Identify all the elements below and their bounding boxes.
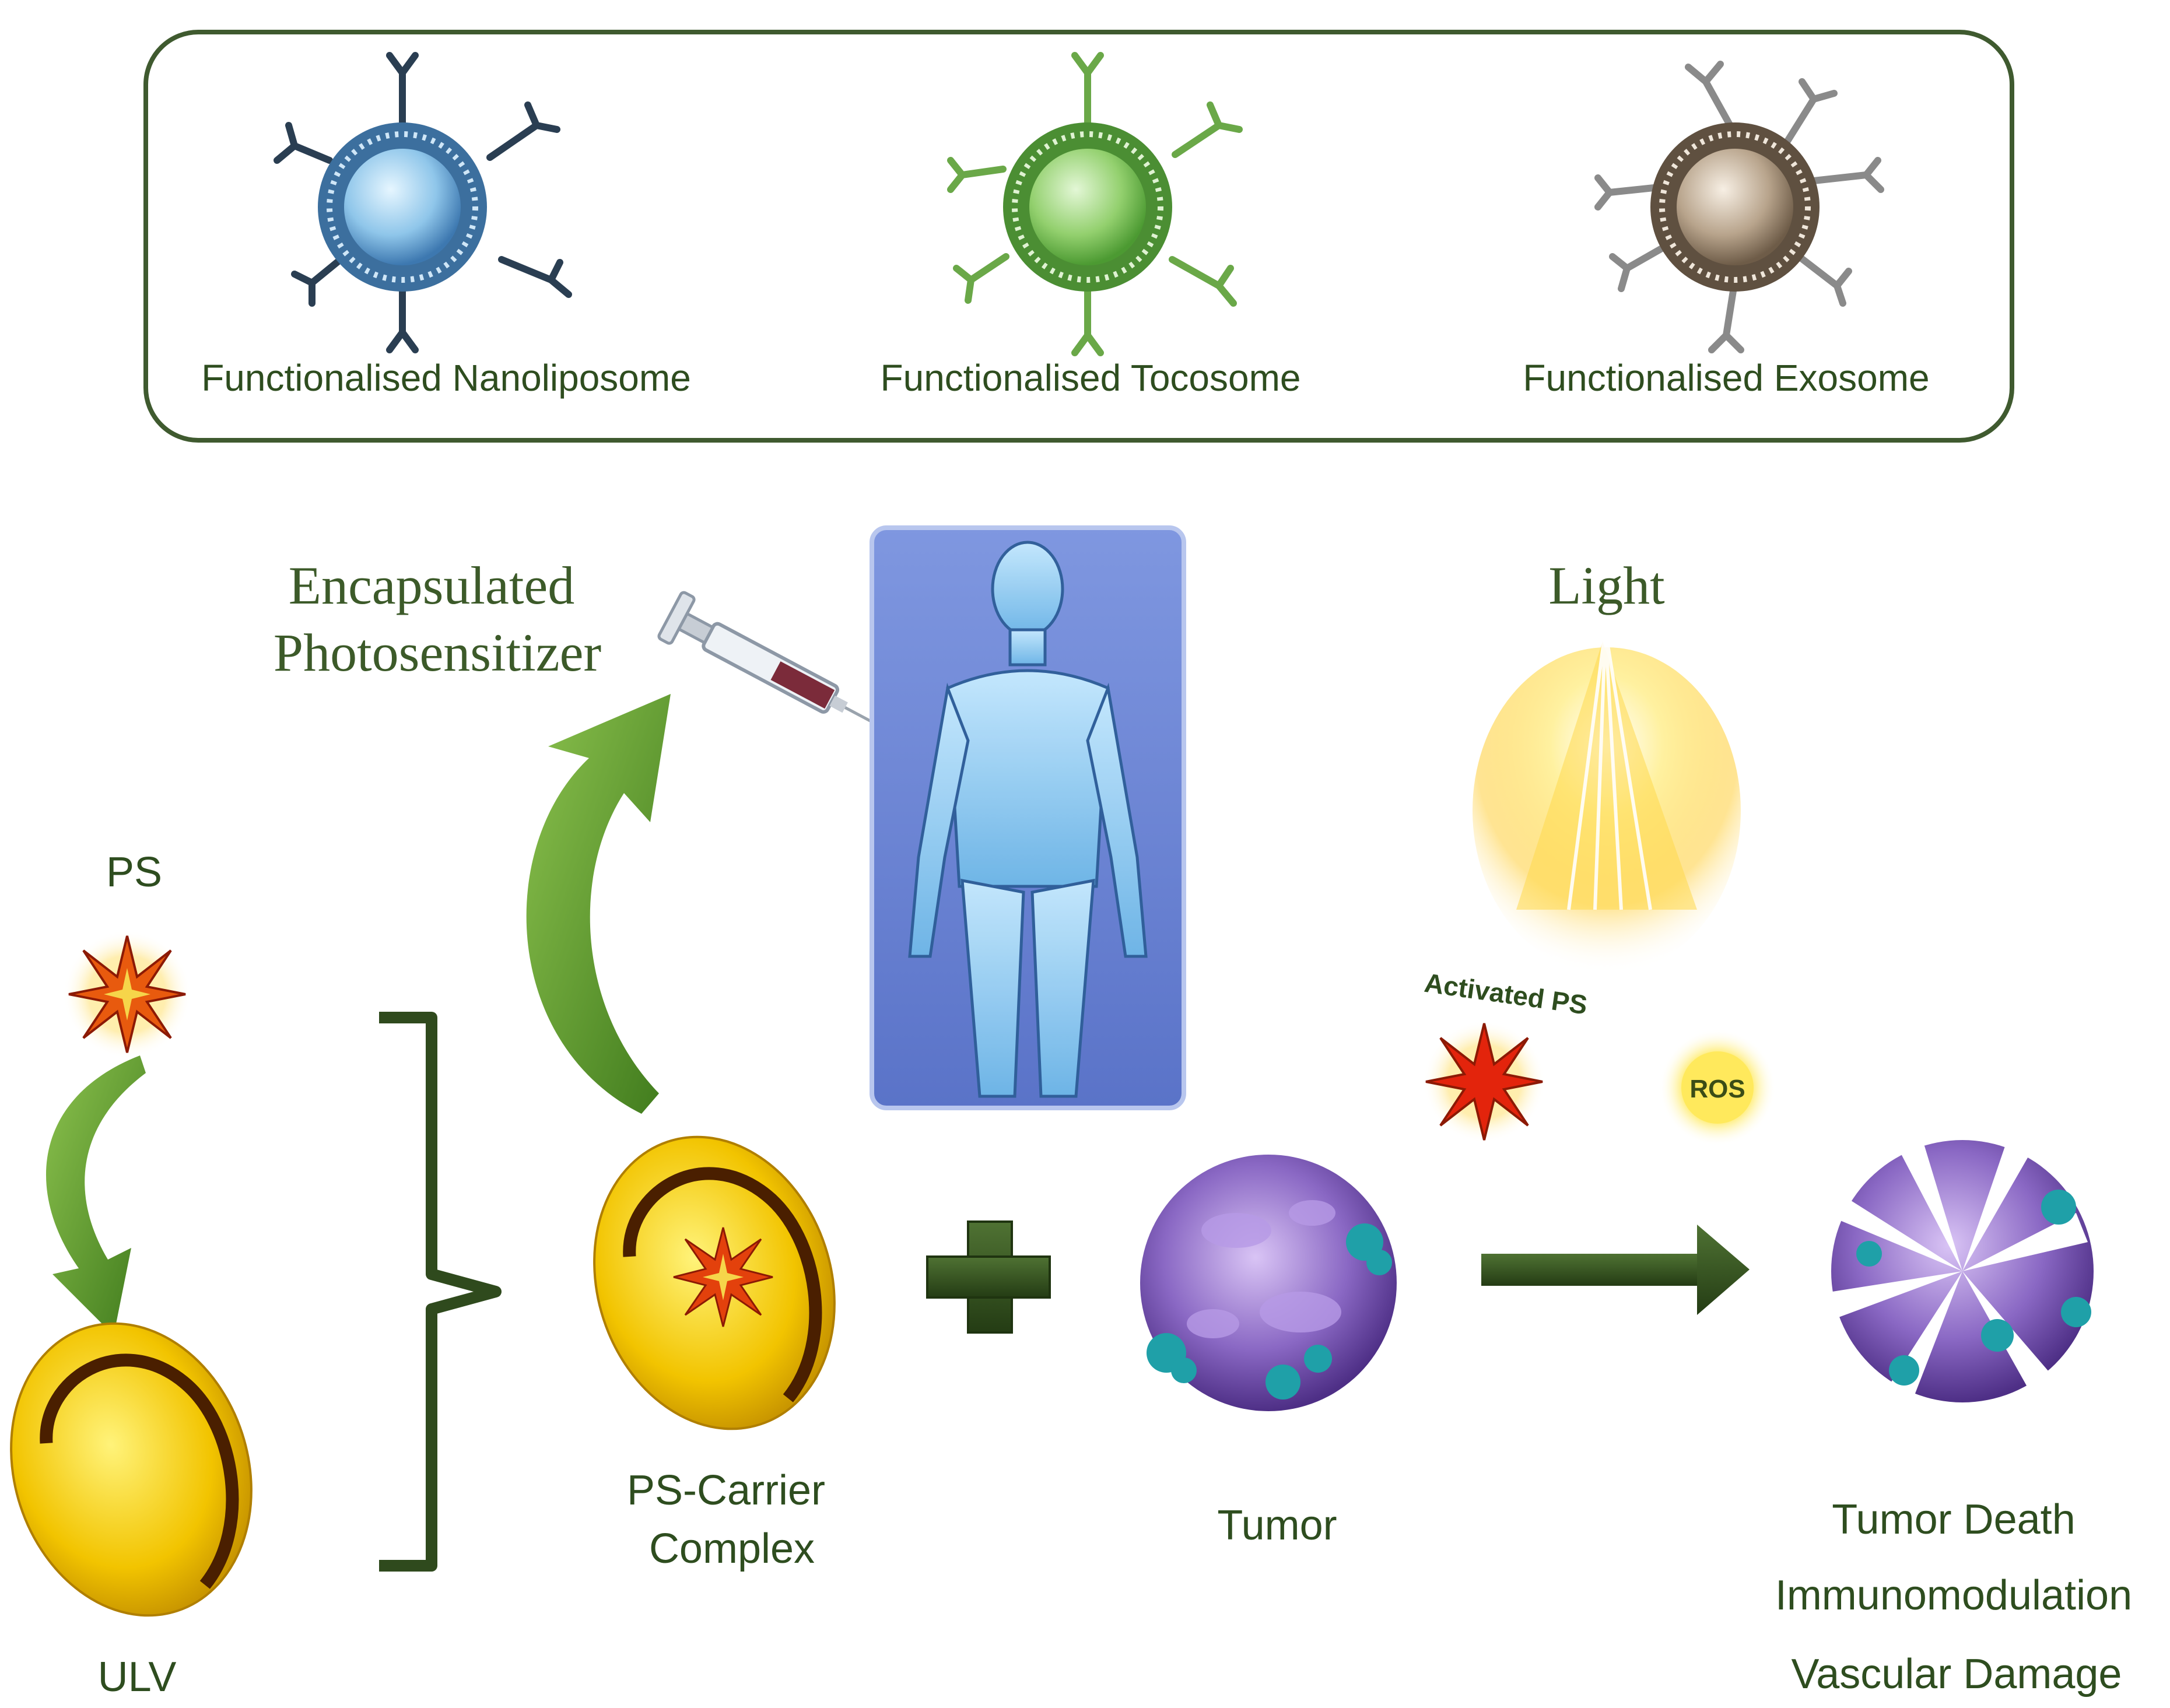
- ps-star-icon: [63, 930, 191, 1058]
- tumor-cell-icon: [1140, 1155, 1397, 1411]
- activated-ps-star-icon: [1423, 1020, 1545, 1143]
- ps-carrier-complex-icon: [593, 1135, 836, 1430]
- human-body-figure: [870, 525, 1186, 1110]
- nanoliposome-icon: [274, 52, 572, 353]
- exosome-icon: [1594, 61, 1884, 353]
- tocosome-label: Functionalised Tocosome: [881, 357, 1301, 399]
- ulv-vesicle-icon: [10, 1322, 253, 1617]
- ros-label: ROS: [1689, 1075, 1745, 1103]
- bracket-symbol: [379, 1012, 502, 1572]
- ps-to-ulv-arrow: [45, 1055, 146, 1335]
- outcome-immunomodulation: Immunomodulation: [1775, 1572, 2132, 1619]
- nanoliposome-label: Functionalised Nanoliposome: [201, 357, 691, 399]
- complex-label-line1: PS-Carrier: [627, 1467, 825, 1514]
- light-beam-icon: [1473, 641, 1741, 974]
- tumor-to-death-arrow: [1481, 1225, 1750, 1315]
- complex-label-line2: Complex: [649, 1525, 815, 1572]
- plus-sign: [926, 1220, 1051, 1334]
- light-label: Light: [1548, 556, 1665, 615]
- syringe-icon: [657, 591, 895, 735]
- complex-to-encapsulated-arrow: [526, 694, 671, 1114]
- tumor-label: Tumor: [1217, 1502, 1337, 1549]
- exosome-label: Functionalised Exosome: [1523, 357, 1929, 399]
- damaged-tumor-icon: [1808, 1140, 2094, 1402]
- activated-ps-label: Activated PS: [1422, 967, 1589, 1020]
- ulv-label: ULV: [98, 1654, 177, 1700]
- outcome-tumor-death: Tumor Death: [1832, 1496, 2075, 1543]
- ros-icon: ROS: [1659, 1029, 1776, 1146]
- outcome-vascular-damage: Vascular Damage: [1792, 1651, 2122, 1698]
- encapsulated-label-line1: Encapsulated: [289, 556, 574, 615]
- encapsulated-label-line2: Photosensitizer: [274, 623, 601, 682]
- tocosome-icon: [947, 52, 1243, 356]
- ps-label: PS: [106, 849, 162, 896]
